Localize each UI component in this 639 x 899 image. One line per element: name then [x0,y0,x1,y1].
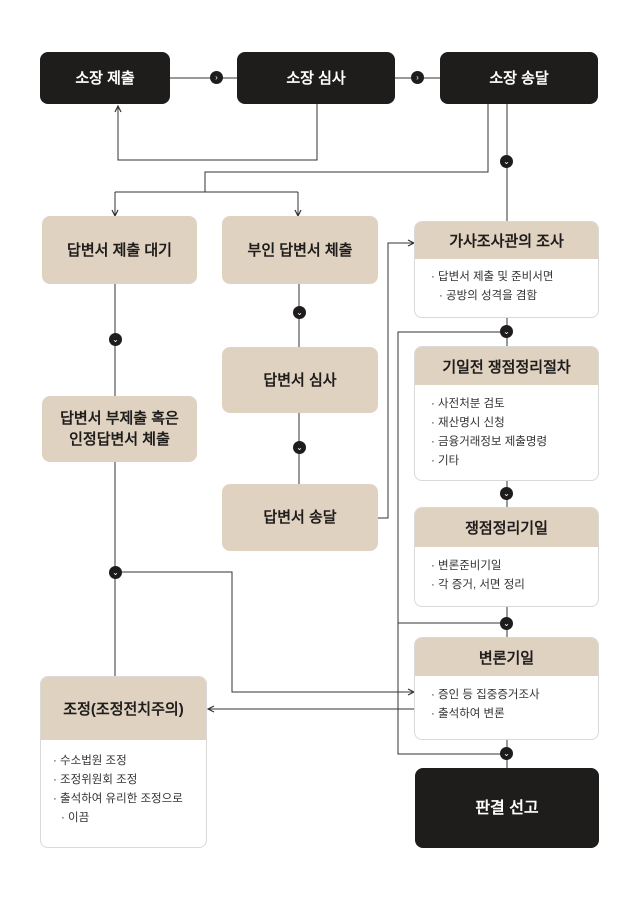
chevron-down-icon: ⌄ [500,325,513,338]
review-node: 소장 심사 [237,52,395,104]
answer-delivery-node: 답변서 송달 [222,484,378,551]
chevron-down-icon: ⌄ [293,441,306,454]
filing-node: 소장 제출 [40,52,170,104]
denial-answer-node: 부인 답변서 체출 [222,216,378,284]
chevron-down-icon: ⌄ [500,747,513,760]
no-answer-node: 답변서 부제출 혹은 인정답변서 체출 [42,396,197,462]
chevron-down-icon: ⌄ [293,306,306,319]
pre-hearing-item: 금융거래정보 제출명령 [431,433,584,452]
investigation-item: 공방의 성격을 겸함 [431,287,584,306]
judgment-node: 판결 선고 [415,768,599,848]
pre-hearing-item: 기타 [431,452,584,471]
chevron-right-icon: › [411,71,424,84]
chevron-down-icon: ⌄ [109,566,122,579]
pre-hearing-item: 재산명시 신청 [431,414,584,433]
pre-hearing-card: 기일전 쟁점정리절차 사전처분 검토 재산명시 신청 금융거래정보 제출명령 기… [414,346,599,481]
delivery-node: 소장 송달 [440,52,598,104]
no-answer-line2: 인정답변서 체출 [69,431,170,448]
mediation-title: 조정(조정전치주의) [41,677,206,740]
pleading-item: 증인 등 집중증거조사 [431,686,584,705]
chevron-down-icon: ⌄ [500,487,513,500]
pleading-card: 변론기일 증인 등 집중증거조사 출석하여 변론 [414,637,599,740]
mediation-card: 조정(조정전치주의) 수소법원 조정 조정위원회 조정 출석하여 유리한 조정으… [40,676,207,848]
mediation-item: 출석하여 유리한 조정으로 [53,790,192,809]
no-answer-line1: 답변서 부제출 혹은 [60,410,179,427]
chevron-down-icon: ⌄ [109,333,122,346]
issue-hearing-item: 변론준비기일 [431,557,584,576]
investigation-item: 답변서 제출 및 준비서면 [431,268,584,287]
chevron-down-icon: ⌄ [500,617,513,630]
mediation-item: 이끔 [53,809,192,828]
pre-hearing-title: 기일전 쟁점정리절차 [415,347,598,385]
mediation-item: 조정위원회 조정 [53,771,192,790]
answer-wait-node: 답변서 제출 대기 [42,216,197,284]
pleading-item: 출석하여 변론 [431,705,584,724]
mediation-item: 수소법원 조정 [53,752,192,771]
answer-review-node: 답변서 심사 [222,347,378,413]
issue-hearing-title: 쟁점정리기일 [415,508,598,547]
investigation-title: 가사조사관의 조사 [415,222,598,259]
issue-hearing-item: 각 증거, 서면 정리 [431,576,584,595]
investigation-card: 가사조사관의 조사 답변서 제출 및 준비서면 공방의 성격을 겸함 [414,221,599,318]
chevron-down-icon: ⌄ [500,155,513,168]
pleading-title: 변론기일 [415,638,598,676]
issue-hearing-card: 쟁점정리기일 변론준비기일 각 증거, 서면 정리 [414,507,599,607]
chevron-right-icon: › [210,71,223,84]
pre-hearing-item: 사전처분 검토 [431,395,584,414]
